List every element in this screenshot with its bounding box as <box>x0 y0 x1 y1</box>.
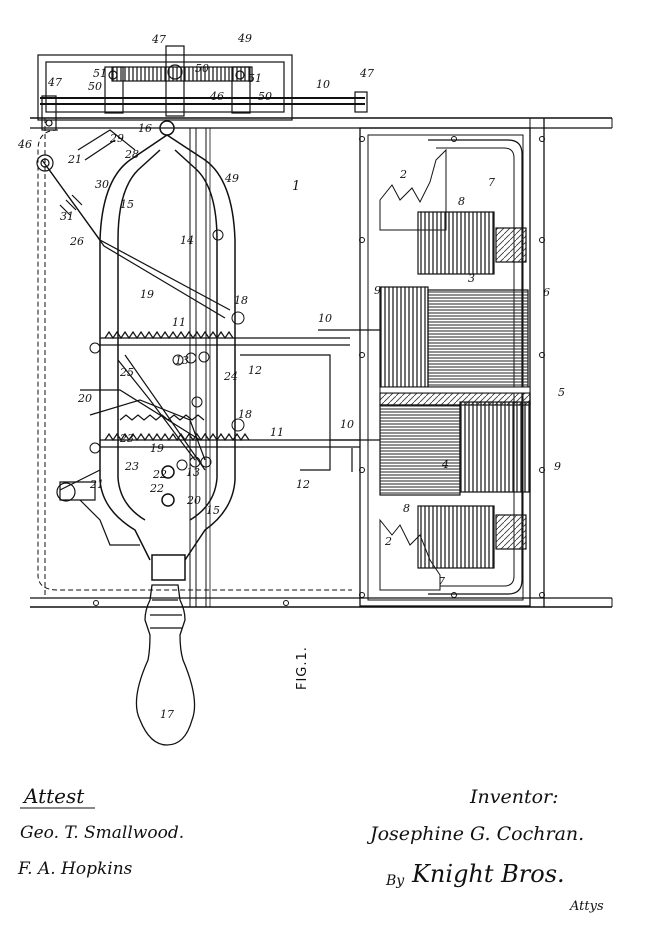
ref-1: 1 <box>292 179 300 194</box>
main-frame <box>30 117 613 608</box>
ref-22b: 22 <box>149 482 164 495</box>
ref-29: 29 <box>109 132 124 145</box>
ref-24: 24 <box>223 370 238 383</box>
linkage-rods <box>36 129 231 546</box>
witness-signature-2: F. A. Hopkins <box>17 859 133 879</box>
ref-14: 14 <box>180 234 194 247</box>
attorney-signature: Knight Bros. <box>411 860 565 888</box>
ref-23b: 23 <box>124 460 139 473</box>
ref-20: 20 <box>77 392 92 405</box>
ref-20b: 20 <box>186 494 201 507</box>
ref-5: 5 <box>558 386 565 399</box>
ref-44: 49 <box>237 32 252 45</box>
ref-21: 21 <box>67 153 82 166</box>
ref-46: 46 <box>209 90 224 103</box>
frame-rivets <box>93 136 545 606</box>
ref-11: 11 <box>172 316 186 329</box>
ref-12: 12 <box>248 364 262 377</box>
ref-23: 23 <box>119 432 134 445</box>
pivot-pins <box>89 229 245 471</box>
ref-25: 25 <box>119 366 134 379</box>
ref-31: 31 <box>60 210 74 223</box>
ref-45: 50 <box>195 62 209 75</box>
ref-18: 18 <box>234 294 248 307</box>
ref-17: 17 <box>160 708 174 721</box>
ref-16: 16 <box>138 122 152 135</box>
inventor-heading: Inventor: <box>469 786 559 808</box>
ref-2b: 2 <box>384 535 392 548</box>
ref-8: 8 <box>458 195 465 208</box>
ref-13: 13 <box>175 354 189 367</box>
ref-19b: 19 <box>150 442 164 455</box>
witness-signature-1: Geo. T. Smallwood. <box>20 823 184 843</box>
ref-7b: 7 <box>438 575 445 588</box>
ref-10b: 10 <box>340 418 354 431</box>
top-gear-housing <box>37 45 368 131</box>
inventor-signature: Josephine G. Cochran. <box>366 823 584 845</box>
reference-numerals: 49 47 50 51 50 51 50 46 47 47 10 46 21 2… <box>17 32 565 721</box>
ref-49: 49 <box>224 172 239 185</box>
ref-47b: 47 <box>359 67 374 80</box>
ref-30: 30 <box>95 178 109 191</box>
ref-15: 15 <box>120 198 134 211</box>
ref-9b: 9 <box>554 460 561 473</box>
ref-26: 26 <box>69 235 84 248</box>
ref-15b: 15 <box>206 504 220 517</box>
ref-21b: 21 <box>89 478 104 491</box>
ref-51b: 51 <box>248 72 262 85</box>
attest-heading: Attest <box>22 784 85 808</box>
ref-12b: 12 <box>296 478 310 491</box>
ref-22: 22 <box>152 468 167 481</box>
ref-7: 7 <box>488 176 495 189</box>
handle <box>135 584 196 746</box>
ref-8b: 8 <box>403 502 410 515</box>
toothed-racks <box>100 329 380 472</box>
figure-label: FIG.1. <box>295 646 310 690</box>
signature-block: Attest Geo. T. Smallwood. F. A. Hopkins … <box>17 784 604 914</box>
ref-10-top: 10 <box>316 78 330 91</box>
by-prefix: By <box>385 873 405 889</box>
ref-11b: 11 <box>270 426 284 439</box>
wheel-assembly <box>379 211 531 569</box>
ref-50: 50 <box>88 80 102 93</box>
ref-13b: 13 <box>186 466 200 479</box>
ref-28: 28 <box>124 148 139 161</box>
ref-32: 46 <box>17 138 32 151</box>
ref-43: 47 <box>151 33 166 46</box>
attorney-suffix: Attys <box>569 899 604 914</box>
ref-9: 9 <box>374 284 381 297</box>
ref-4: 4 <box>441 458 449 471</box>
ref-19: 19 <box>140 288 154 301</box>
ref-18b: 18 <box>238 408 252 421</box>
ref-3: 3 <box>468 272 475 285</box>
ref-47: 47 <box>47 76 62 89</box>
ref-10: 10 <box>318 312 332 325</box>
ref-51: 51 <box>93 67 107 80</box>
ref-2: 2 <box>399 168 407 181</box>
ref-50b: 50 <box>258 90 272 103</box>
ref-6: 6 <box>543 286 550 299</box>
